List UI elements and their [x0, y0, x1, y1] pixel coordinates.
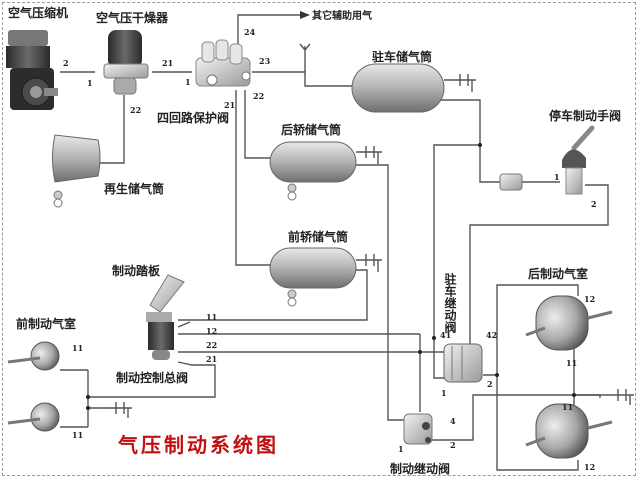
- port-label: 1: [87, 78, 93, 88]
- label-dryer: 空气压干燥器: [96, 10, 169, 25]
- port-label: 4: [450, 416, 456, 426]
- port-label: 12: [584, 294, 595, 304]
- label-hand-valve: 停车制动手阀: [549, 108, 621, 123]
- port-label: 24: [244, 27, 256, 37]
- port-label: 41: [440, 330, 451, 340]
- port-label: 12: [584, 462, 595, 472]
- port-label: 21: [224, 100, 235, 110]
- pipe-parking-relay-out: [483, 284, 579, 376]
- brake-relay-valve-icon: [403, 413, 433, 445]
- brake-master-valve-icon: [146, 312, 174, 360]
- pipe-front-chambers: [60, 369, 110, 428]
- front-axle-tank-icon: [269, 247, 382, 307]
- port-label: 1: [398, 444, 404, 454]
- pipe-master-11: [177, 321, 191, 328]
- pipe-dryer-regen: [100, 95, 125, 164]
- front-brake-chamber-icon: [7, 341, 60, 371]
- port-label: 11: [72, 430, 83, 440]
- port-label: 1: [185, 77, 191, 87]
- port-label: 12: [206, 326, 217, 336]
- parking-relay-valve-icon: [443, 343, 483, 383]
- air-dryer-icon: [103, 30, 149, 95]
- junction-dot: [572, 393, 576, 397]
- port-label: 2: [63, 58, 69, 68]
- pipe-parking-relay-out-bottom: [496, 375, 579, 471]
- label-other-air: 其它辅助用气: [312, 9, 372, 22]
- port-label: 1: [554, 172, 560, 182]
- pipe-other-air: [237, 14, 300, 52]
- junction-dot: [495, 373, 499, 377]
- label-rear-axle-tank: 后轿储气筒: [281, 122, 341, 137]
- parking-tank-icon: [351, 63, 476, 113]
- label-master-valve: 制动控制总阀: [116, 370, 188, 385]
- port-label: 11: [562, 402, 573, 412]
- filter-icon: [499, 173, 523, 191]
- pipe-front-axle-tank: [235, 90, 270, 266]
- port-label: 23: [259, 56, 271, 66]
- port-label: 22: [130, 105, 141, 115]
- label-pedal: 制动踏板: [112, 263, 161, 278]
- rear-axle-tank-icon: [269, 141, 382, 201]
- port-label: 11: [566, 358, 577, 368]
- drain-valve-icon: [612, 389, 634, 405]
- arrow-icon: [300, 11, 310, 19]
- test-port-icon: [299, 43, 311, 72]
- port-label: 42: [486, 330, 497, 340]
- port-label: 2: [591, 199, 597, 209]
- pipe-relay-2: [431, 394, 601, 441]
- pipe-parking-relay-supply: [433, 144, 480, 379]
- junction-dot: [86, 395, 90, 399]
- port-label: 2: [487, 379, 493, 389]
- hand-brake-valve-icon: [562, 125, 595, 195]
- pipe-rear-tank-relay: [355, 164, 405, 421]
- pipe-parking-tank: [252, 71, 352, 87]
- rear-spring-brake-chamber-icon: [525, 295, 613, 351]
- port-label: 11: [72, 343, 83, 353]
- port-label: 21: [206, 354, 217, 364]
- label-regen-tank: 再生储气筒: [104, 181, 164, 196]
- diagram-title: 气压制动系统图: [117, 433, 279, 457]
- junction-dot: [418, 350, 422, 354]
- front-brake-chamber-icon: [7, 402, 60, 432]
- junction-dot: [86, 406, 90, 410]
- port-label: 1: [441, 388, 447, 398]
- label-front-chamber: 前制动气室: [16, 316, 76, 331]
- junctions: [86, 143, 576, 410]
- label-parking-relay: 驻车继动阀: [443, 272, 457, 334]
- label-rear-chamber: 后制动气室: [528, 266, 588, 281]
- pipe-master-21: [88, 361, 216, 398]
- component-labels: 空气压缩机 空气压干燥器 四回路保护阀 其它辅助用气 再生储气筒 驻车储气筒 后…: [8, 5, 621, 476]
- port-label: 22: [253, 91, 264, 101]
- diagram-frame: [2, 2, 636, 476]
- regen-tank-icon: [52, 134, 101, 208]
- label-protection-valve: 四回路保护阀: [157, 110, 229, 125]
- pipes: [60, 11, 612, 471]
- pipe-parking-hand: [440, 99, 500, 183]
- drain-valve-icon: [108, 402, 132, 418]
- label-parking-tank: 驻车储气筒: [372, 49, 432, 64]
- port-label: 2: [450, 440, 456, 450]
- label-brake-relay: 制动继动阀: [390, 461, 450, 476]
- air-compressor-icon: [6, 30, 58, 110]
- port-label: 11: [206, 312, 217, 322]
- port-numbers: 2 1 21 22 1 24 23 21 22 1 2 11 12 22 21 …: [63, 27, 597, 472]
- label-front-axle-tank: 前轿储气筒: [288, 229, 348, 244]
- pipe-rear-axle-tank: [244, 90, 270, 159]
- junction-dot: [478, 143, 482, 147]
- four-circuit-protection-valve-icon: [195, 39, 251, 87]
- label-compressor: 空气压缩机: [8, 5, 68, 20]
- brake-pedal-icon: [149, 274, 185, 313]
- port-label: 22: [206, 340, 217, 350]
- rear-spring-brake-chamber-icon: [525, 403, 613, 459]
- pipe-front-tank-master: [178, 269, 368, 321]
- port-label: 21: [162, 58, 173, 68]
- junction-dot: [432, 336, 436, 340]
